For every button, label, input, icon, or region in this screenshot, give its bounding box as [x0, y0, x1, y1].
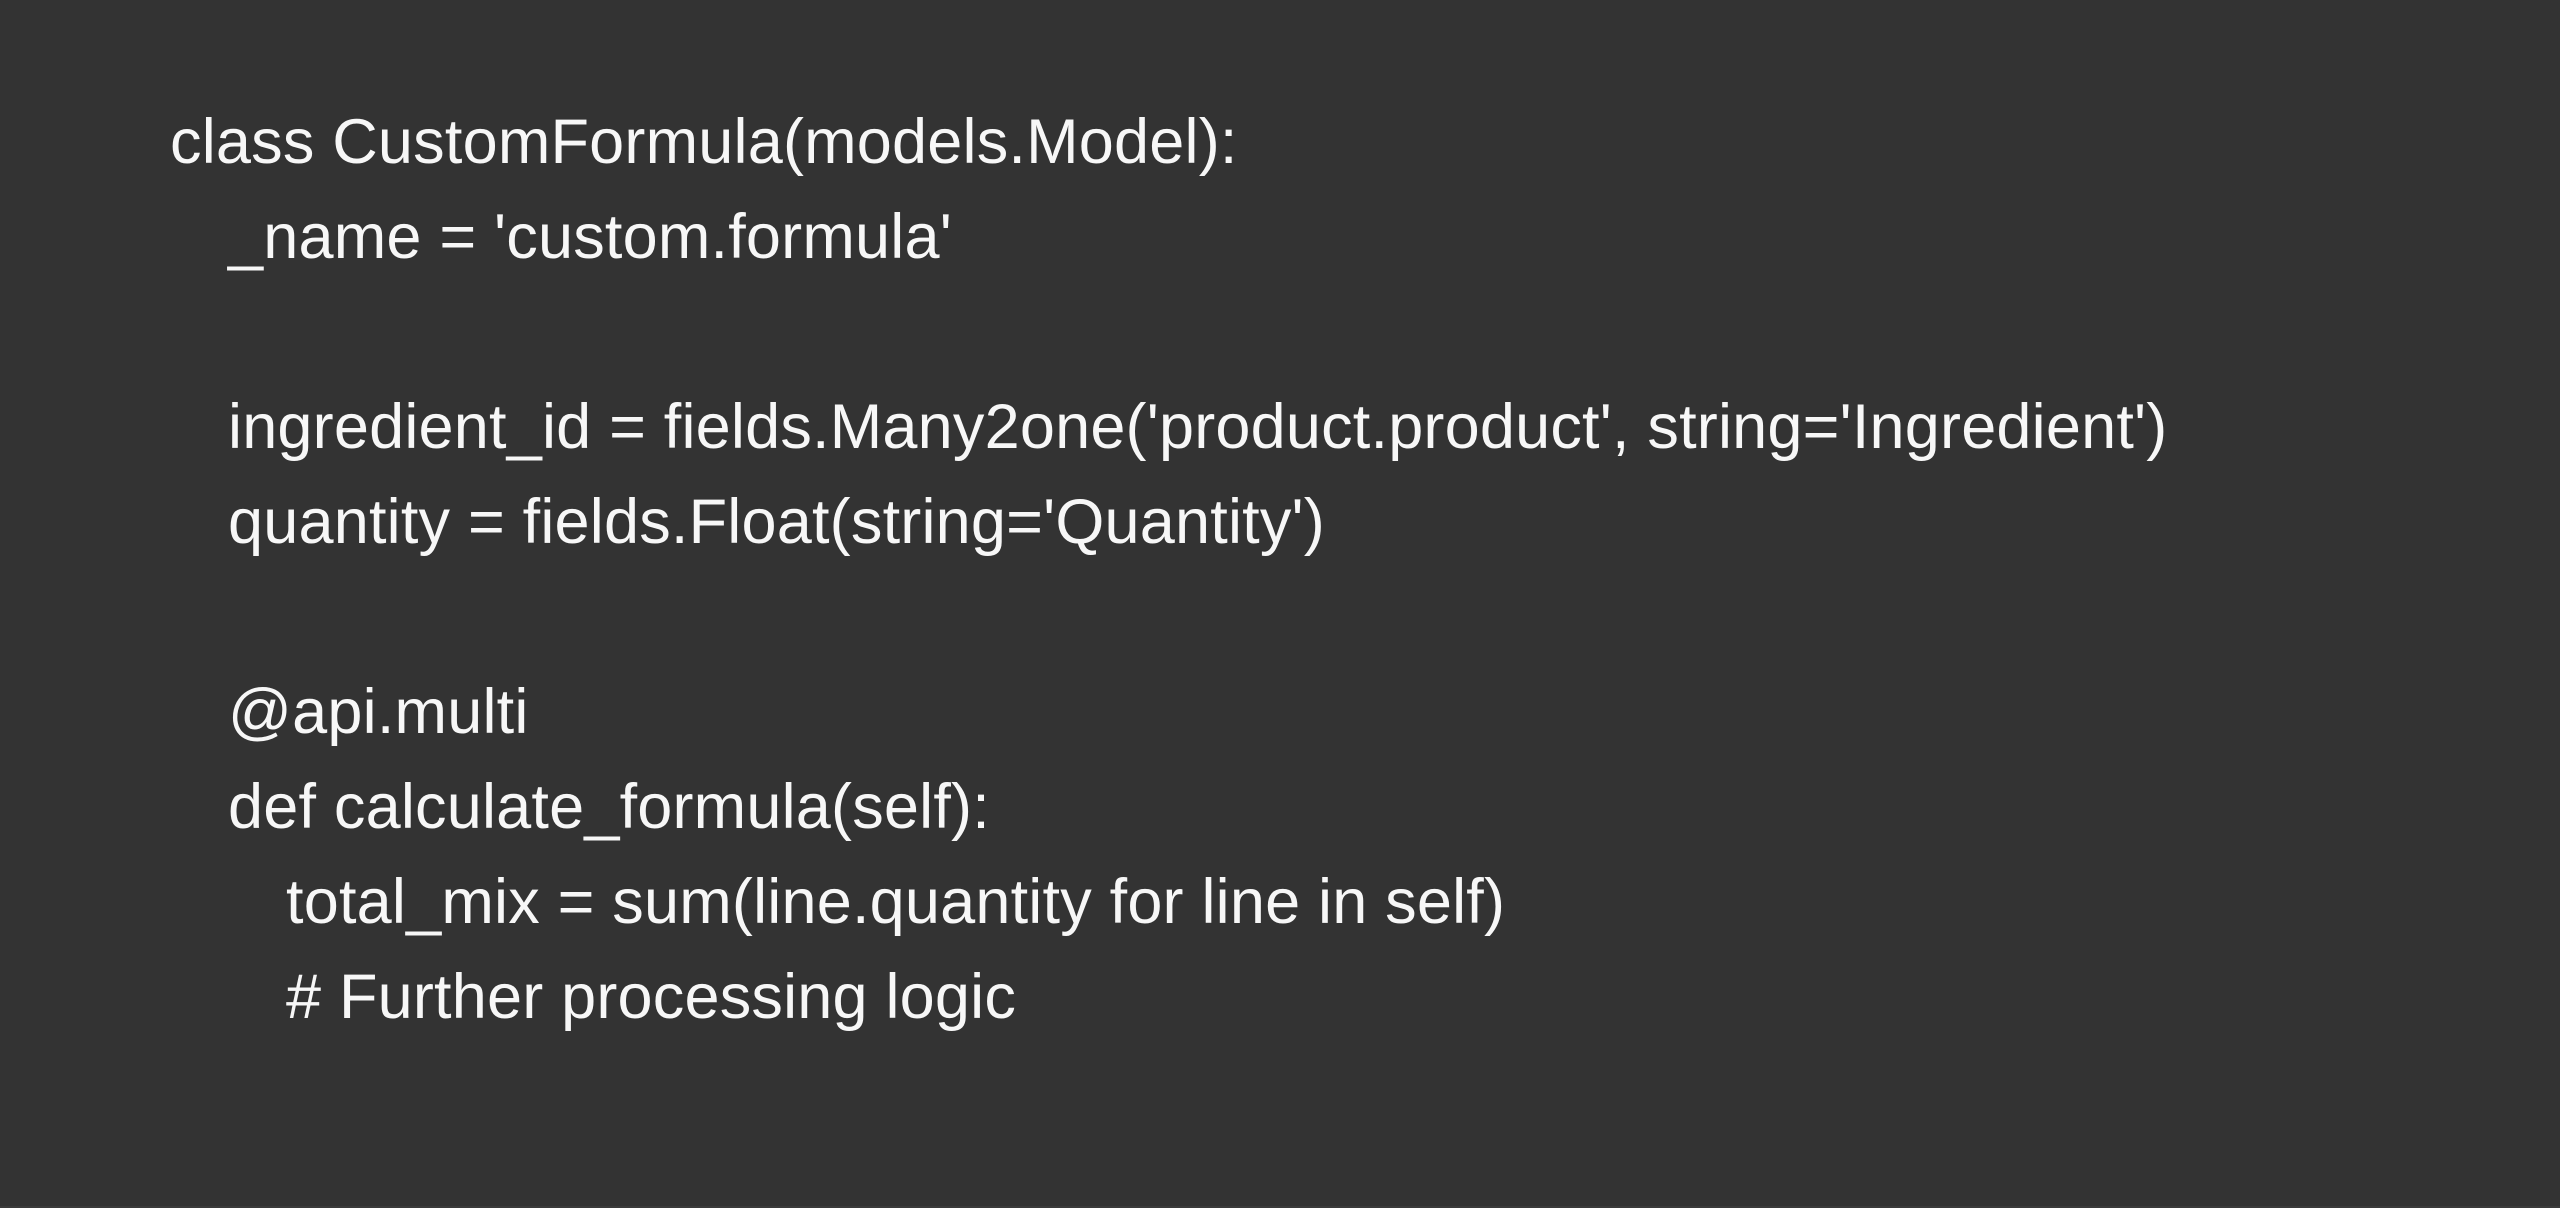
code-line-blank	[170, 570, 2470, 665]
code-line-comment: # Further processing logic	[286, 962, 1017, 1032]
code-line-decorator: @api.multi	[228, 677, 529, 747]
code-line-blank	[170, 285, 2470, 380]
code-block: class CustomFormula(models.Model): _name…	[170, 95, 2470, 1045]
bottom-edge-divider	[0, 1206, 2560, 1208]
code-line: _name = 'custom.formula'	[228, 202, 952, 272]
code-line: class CustomFormula(models.Model):	[170, 107, 1238, 177]
code-line: total_mix = sum(line.quantity for line i…	[286, 867, 1506, 937]
code-line: ingredient_id = fields.Many2one('product…	[228, 392, 2168, 462]
code-line: def calculate_formula(self):	[228, 772, 990, 842]
code-line: quantity = fields.Float(string='Quantity…	[228, 487, 1325, 557]
